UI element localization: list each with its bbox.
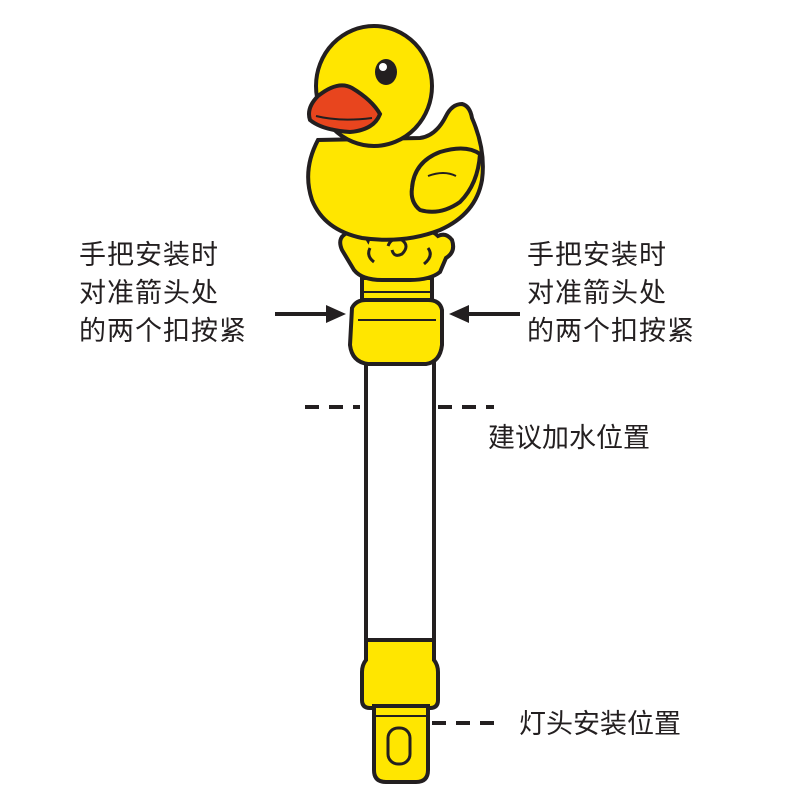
rubber-duck-icon [306, 24, 485, 242]
water-level-label: 建议加水位置 [488, 423, 650, 454]
arrow-right-icon [449, 305, 520, 323]
duck-eye [375, 59, 397, 85]
lamp-head [372, 704, 430, 784]
note-left-line-2: 对准箭头处 [79, 278, 219, 309]
handle-collar [347, 276, 444, 366]
duck-beak [307, 83, 383, 135]
note-left-line-3: 的两个扣按紧 [79, 316, 247, 347]
arrow-left-icon [275, 305, 346, 323]
lamp-slot-icon [386, 726, 412, 766]
handle-install-note-right: 手把安装时 对准箭头处 的两个扣按紧 [527, 237, 695, 351]
handle-install-note-left: 手把安装时 对准箭头处 的两个扣按紧 [79, 237, 247, 351]
note-right-line-1: 手把安装时 [527, 240, 667, 271]
lamp-sleeve [360, 638, 440, 710]
lamp-position-label: 灯头安装位置 [519, 709, 681, 740]
note-left-line-1: 手把安装时 [79, 240, 219, 271]
note-right-line-3: 的两个扣按紧 [527, 316, 695, 347]
tube-barrel [364, 358, 436, 647]
note-right-line-2: 对准箭头处 [527, 278, 667, 309]
